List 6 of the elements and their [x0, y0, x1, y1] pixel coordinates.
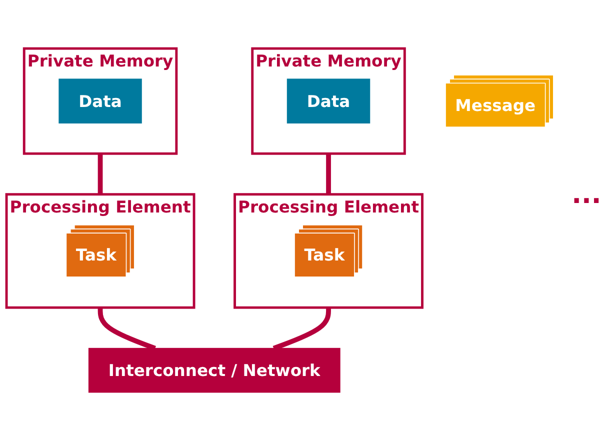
node-box: Data — [58, 78, 142, 124]
ellipsis-text: ... — [570, 180, 602, 210]
node-box: Data — [286, 78, 370, 124]
node-box: Interconnect / Network — [88, 347, 340, 392]
connector — [326, 153, 331, 194]
connector — [98, 153, 103, 194]
